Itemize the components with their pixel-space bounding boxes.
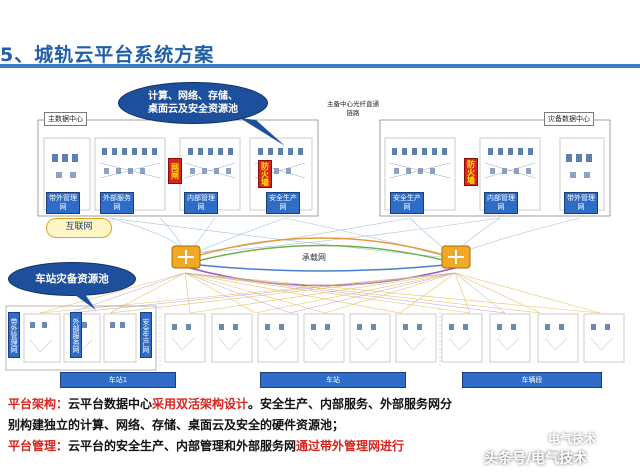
core-router-right <box>441 245 471 269</box>
page-title: 5、城轨云平台系统方案 <box>0 44 215 66</box>
station-bar: 车辆段 <box>462 372 602 388</box>
station-side-tag: 外部服务网 <box>70 312 82 358</box>
fiber-link-label: 主备中心光纤直通 链路 <box>327 100 379 117</box>
architecture-text: 云平台数据中心 <box>68 397 153 411</box>
station-side-tag: 带外管理网 <box>8 312 20 358</box>
management-text: 云平台的安全生产、内部管理和外部服务网 <box>68 439 297 453</box>
station-bar: 车站 <box>260 372 406 388</box>
management-highlight: 通过带外管理网进行 <box>296 439 405 453</box>
backup-dc-tag: 带外管理网 <box>564 192 598 214</box>
main-dc-tag: 内部管理网 <box>184 192 218 214</box>
architecture-paragraph: 平台架构：云平台数据中心采用双活架构设计。安全生产、内部服务、外部服务网分 别构… <box>8 394 636 457</box>
title-underline <box>0 64 640 68</box>
architecture-line-2: 别构建独立的计算、网络、存储、桌面云及安全的硬件资源池； <box>8 418 345 432</box>
resource-pool-callout: 计算、网络、存储、 桌面云及安全资源池 <box>118 82 268 124</box>
station-bar: 车站1 <box>60 372 176 388</box>
gateway-tag: 网闸 <box>168 158 182 184</box>
architecture-label: 平台架构： <box>8 397 69 411</box>
station-callout-pointer <box>68 290 96 310</box>
watermark: 头条号/电气技术 <box>484 451 588 467</box>
backup-dc-tag: 安全生产网 <box>390 192 424 214</box>
firewall-tag-backup: 防火墙 <box>464 158 478 186</box>
management-label: 平台管理： <box>8 439 69 453</box>
watermark-secondary: 电气技术 <box>548 432 597 446</box>
internet-label: 互联网 <box>46 218 112 238</box>
backup-dc-label: 灾备数据中心 <box>544 112 594 126</box>
main-dc-tag: 带外管理网 <box>46 192 80 214</box>
station-side-tag: 安全生产网 <box>140 312 152 358</box>
main-dc-label: 主数据中心 <box>44 112 87 126</box>
main-dc-tag: 安全生产网 <box>266 192 300 214</box>
firewall-tag-main: 防火墙 <box>258 160 272 188</box>
main-dc-tag: 外部服务网 <box>100 192 134 214</box>
callout-pointer <box>240 118 285 146</box>
core-router-left <box>171 245 201 269</box>
bearer-network-label: 承载网 <box>302 253 326 262</box>
architecture-highlight: 采用双活架构设计 <box>152 397 249 411</box>
backup-dc-tag: 内部管理网 <box>484 192 518 214</box>
architecture-text-cont: 。安全生产、内部服务、外部服务网分 <box>248 397 453 411</box>
